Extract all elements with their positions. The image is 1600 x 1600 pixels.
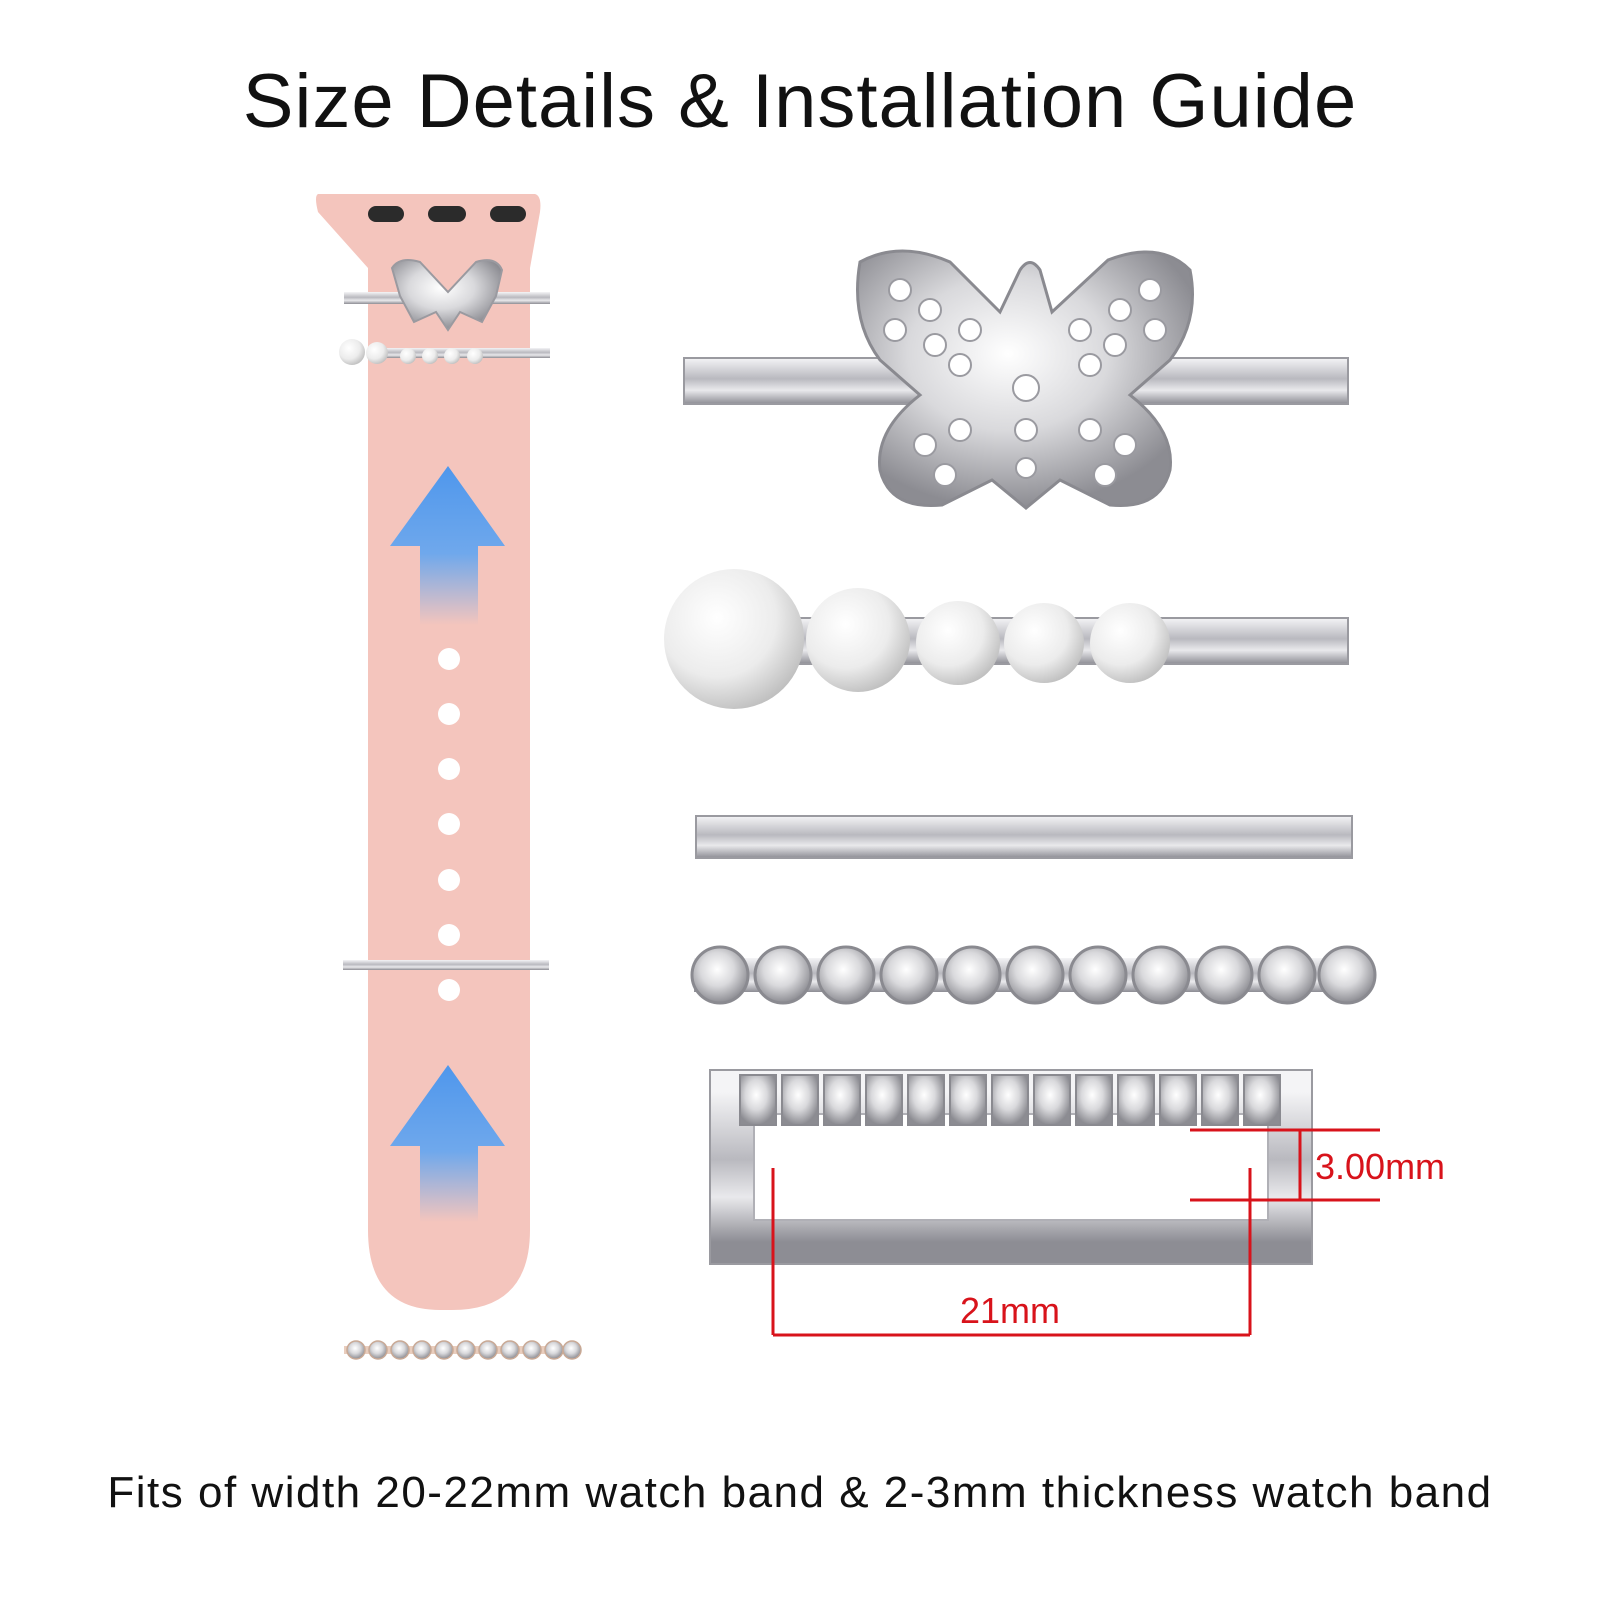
bar-charm-icon [695,815,1353,859]
fit-description: Fits of width 20-22mm watch band & 2-3mm… [107,1468,1493,1517]
rhinestone-charm-icon [690,945,1377,1005]
watch-band [316,194,550,1310]
thickness-dimension-label: 3.00mm [1315,1146,1446,1187]
pearl-charm-icon [664,569,1349,709]
arrow-up-icon [390,1065,505,1222]
small-rhinestone-bar-icon [344,1340,582,1360]
page-title: Size Details & Installation Guide [242,59,1358,144]
width-dimension-label: 21mm [960,1290,1061,1331]
loop-charm-icon [709,1069,1313,1265]
arrow-up-icon [390,466,505,625]
butterfly-charm-icon [683,249,1349,510]
dimension-lines [771,1128,1380,1337]
band-butterfly-icon [390,259,504,332]
